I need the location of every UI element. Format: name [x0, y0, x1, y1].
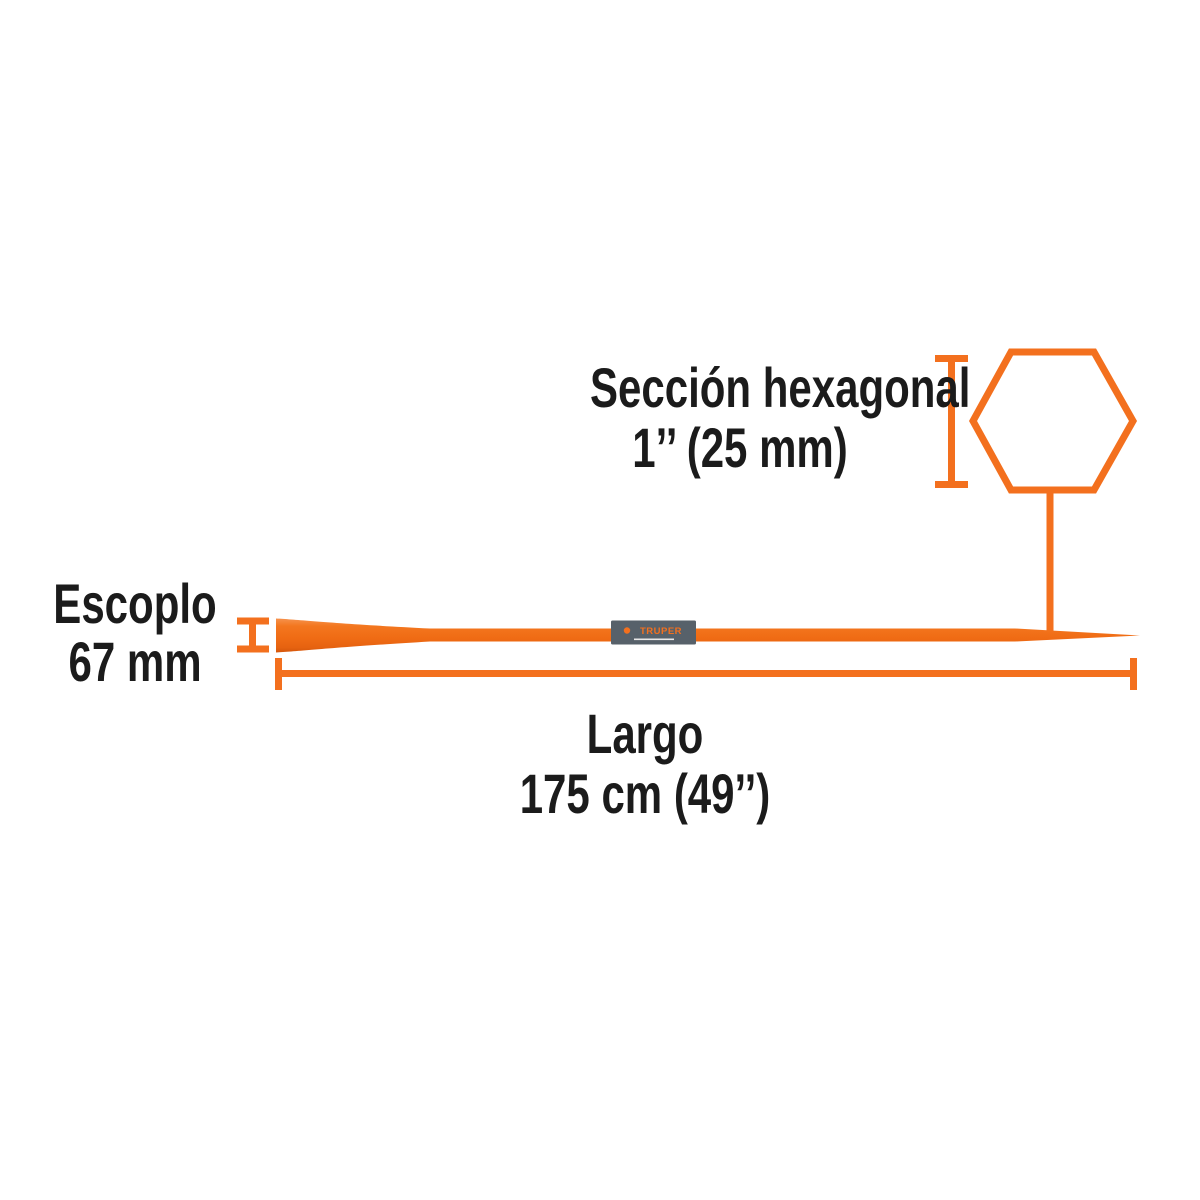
brand-label-text: TRUPER	[640, 626, 682, 637]
brand-label-subline	[634, 638, 674, 641]
hexagon-cross-section	[969, 348, 1138, 494]
escoplo-dimension-indicator	[237, 617, 269, 653]
section-dimension-title: Sección hexagonal	[590, 356, 971, 419]
brand-logo-icon	[623, 627, 631, 634]
largo-dimension-indicator	[275, 658, 1137, 690]
section-dimension-value: 1’’ (25 mm)	[632, 416, 848, 479]
section-dimension-label: Sección hexagonal 1’’ (25 mm)	[590, 356, 971, 479]
escoplo-dimension-title: Escoplo	[53, 572, 217, 635]
largo-dimension-label: Largo 175 cm (49’’)	[495, 704, 795, 824]
brand-label-background	[611, 620, 696, 645]
largo-dimension-title: Largo	[586, 702, 704, 765]
largo-dimension-value: 175 cm (49’’)	[519, 762, 771, 825]
digging-bar	[276, 618, 1140, 653]
escoplo-dimension-value: 67 mm	[68, 630, 202, 693]
hex-dimension-indicator	[935, 355, 968, 488]
brand-label: TRUPER	[611, 620, 696, 645]
escoplo-dimension-label: Escoplo 67 mm	[45, 575, 225, 691]
